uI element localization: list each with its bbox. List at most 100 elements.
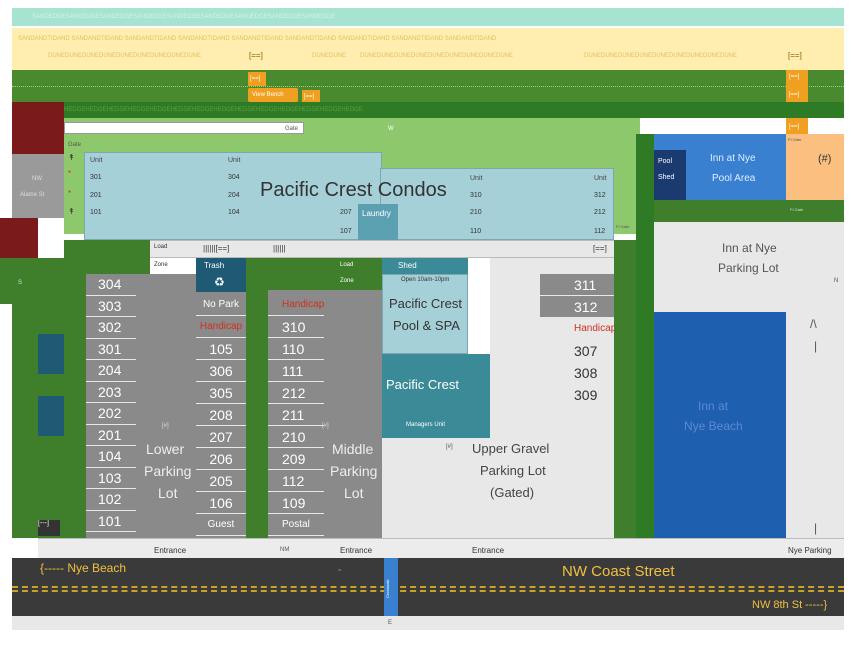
lower-mid-stall[interactable]: 305 bbox=[196, 382, 246, 404]
middle-parking-lot[interactable] bbox=[268, 274, 382, 538]
managers-unit[interactable]: Pacific Crest Managers Unit bbox=[382, 354, 490, 438]
tree-2: ↟ bbox=[68, 207, 75, 216]
middle-stall[interactable]: 111 bbox=[268, 360, 324, 382]
upper-lot-name: Upper Gravel Parking Lot (Gated) bbox=[472, 441, 550, 500]
upper-stall[interactable]: 311 bbox=[540, 274, 614, 296]
dune-stair-right: [==] bbox=[788, 51, 802, 60]
crosswalk[interactable]: Crosswalk bbox=[384, 558, 398, 616]
entrance-1[interactable]: Entrance bbox=[154, 546, 187, 555]
lower-stall[interactable]: 102 bbox=[86, 489, 136, 511]
upper-stall[interactable]: Handicap bbox=[540, 318, 616, 340]
middle-hash: [#] bbox=[322, 423, 329, 429]
right-mark: = bbox=[338, 568, 342, 574]
unit-204: 204 bbox=[228, 192, 240, 199]
south-sidewalk: E bbox=[12, 616, 844, 630]
lower-stall[interactable]: 204 bbox=[86, 360, 136, 382]
lower-mid-stall[interactable]: Guest bbox=[196, 514, 246, 536]
hedge-band: HEDGEHEDGEHEDGEHEDGEHEDGEHEDGEHEDGEHEDGE… bbox=[12, 102, 844, 118]
middle-stall[interactable]: 210 bbox=[268, 426, 324, 448]
middle-stall[interactable]: Postal bbox=[268, 514, 324, 536]
unit-104: 104 bbox=[228, 209, 240, 216]
upper-hash: [#] bbox=[446, 444, 453, 450]
neighbor-pool bbox=[38, 334, 64, 374]
lower-stall[interactable]: 304 bbox=[86, 274, 136, 296]
beach-grass-band bbox=[12, 70, 844, 102]
lower-stall[interactable]: 201 bbox=[86, 425, 136, 446]
view-bench: View Bench bbox=[248, 88, 298, 102]
lower-stall[interactable]: 203 bbox=[86, 382, 136, 403]
unit-304: 304 bbox=[228, 174, 240, 181]
lower-stall[interactable]: 202 bbox=[86, 403, 136, 425]
condo-building[interactable] bbox=[84, 152, 382, 240]
unit-201: 201 bbox=[90, 192, 102, 199]
lower-mid-stall[interactable]: No Park bbox=[196, 294, 246, 316]
top-stair-2: [==] bbox=[302, 90, 320, 104]
lower-mid-stall[interactable]: 105 bbox=[196, 338, 246, 360]
hedge-strip-left bbox=[64, 240, 86, 538]
unit-112: 112 bbox=[594, 228, 606, 235]
lower-mid-stall[interactable]: 206 bbox=[196, 448, 246, 470]
nm-label: NM bbox=[280, 547, 290, 553]
center-line-2 bbox=[12, 590, 844, 592]
pool-spa[interactable]: Open 10am-10pm Pacific Crest Pool & SPA bbox=[382, 274, 468, 354]
inn-fence: FI Gate bbox=[654, 200, 844, 222]
unit-210: 210 bbox=[470, 209, 482, 216]
dune-stair: [==] bbox=[249, 51, 263, 60]
load-zone-label-1: Load bbox=[154, 244, 168, 250]
middle-stall[interactable]: 109 bbox=[268, 492, 324, 514]
dune-pattern: DUNEDUNEDUNEDUNEDUNEDUNEDUNEDUNEDUNE bbox=[48, 53, 202, 59]
zone-label-1: Zone bbox=[154, 262, 168, 268]
middle-stall[interactable]: 212 bbox=[268, 382, 324, 404]
recycle-icon: ♻ bbox=[214, 275, 225, 289]
inn-building[interactable]: Inn at Nye Beach bbox=[654, 312, 786, 538]
sand-edge-pattern: SANDEDGESANDEDGESANDEDGESANDEDGESANDEDGE… bbox=[32, 14, 336, 20]
lower-mid-stall[interactable]: 205 bbox=[196, 470, 246, 492]
dune-pattern-far: DUNEDUNEDUNEDUNEDUNEDUNEDUNEDUNEDUNE bbox=[584, 53, 738, 59]
entrance-2[interactable]: Entrance bbox=[340, 546, 373, 555]
shed[interactable]: Shed bbox=[382, 258, 468, 274]
middle-stall[interactable]: 112 bbox=[268, 470, 324, 492]
upper-gravel-lot[interactable] bbox=[382, 438, 614, 538]
trash-enclosure[interactable]: Trash ♻ bbox=[196, 258, 246, 292]
dune-pattern-mid: DUNEDUNE bbox=[312, 53, 347, 59]
lower-stall[interactable]: 104 bbox=[86, 446, 136, 468]
lower-mid-stall[interactable]: Handicap bbox=[196, 316, 246, 338]
upper-stall[interactable]: 307 bbox=[540, 340, 614, 362]
unit-110: 110 bbox=[470, 228, 482, 235]
unit-101: 101 bbox=[90, 209, 102, 216]
inn-parking-lot[interactable]: Inn at Nye Parking Lot N bbox=[654, 222, 844, 312]
sand-tide-pattern: SANDANDTIDAND SANDANDTIDAND SANDANDTIDAN… bbox=[18, 36, 497, 42]
lower-mid-stall[interactable]: 207 bbox=[196, 426, 246, 448]
upper-stall[interactable]: 309 bbox=[540, 384, 614, 406]
condo-gate-box: Gate bbox=[64, 122, 304, 134]
lower-stall[interactable]: 302 bbox=[86, 317, 136, 339]
unit-header-4: Unit bbox=[594, 175, 607, 182]
neighbor-stair: [---] bbox=[38, 520, 60, 536]
lower-stall[interactable]: 103 bbox=[86, 468, 136, 489]
hedge-strip-load bbox=[86, 240, 150, 274]
lower-mid-stall[interactable]: 208 bbox=[196, 404, 246, 426]
lower-stall[interactable]: 303 bbox=[86, 296, 136, 317]
entrance-3[interactable]: Entrance bbox=[472, 546, 505, 555]
unit-310: 310 bbox=[470, 192, 482, 199]
unit-312: 312 bbox=[594, 192, 606, 199]
lower-mid-stall[interactable]: 106 bbox=[196, 492, 246, 514]
hedge-pattern: HEDGEHEDGEHEDGEHEDGEHEDGEHEDGEHEDGEHEDGE… bbox=[64, 107, 363, 113]
middle-stall[interactable]: 209 bbox=[268, 448, 324, 470]
middle-stall[interactable]: Handicap bbox=[268, 294, 324, 316]
upper-stall[interactable]: 312 bbox=[540, 296, 614, 318]
lower-stall[interactable]: 101 bbox=[86, 511, 136, 532]
inn-driveway[interactable]: /\ | | bbox=[786, 312, 844, 538]
middle-stall[interactable]: 211 bbox=[268, 404, 324, 426]
lower-stall[interactable]: 301 bbox=[86, 339, 136, 360]
shrub-1: * bbox=[68, 169, 72, 178]
unit-301: 301 bbox=[90, 174, 102, 181]
laundry-room[interactable]: Laundry bbox=[358, 204, 398, 240]
neighbor-roof-1 bbox=[12, 102, 64, 154]
upper-stall[interactable]: 308 bbox=[540, 362, 614, 384]
inn-pool[interactable]: Pool Shed bbox=[654, 150, 686, 200]
lower-mid-stall[interactable]: 306 bbox=[196, 360, 246, 382]
lower-parking-lot[interactable] bbox=[86, 274, 250, 538]
middle-stall[interactable]: 310 bbox=[268, 316, 324, 338]
middle-stall[interactable]: 110 bbox=[268, 338, 324, 360]
